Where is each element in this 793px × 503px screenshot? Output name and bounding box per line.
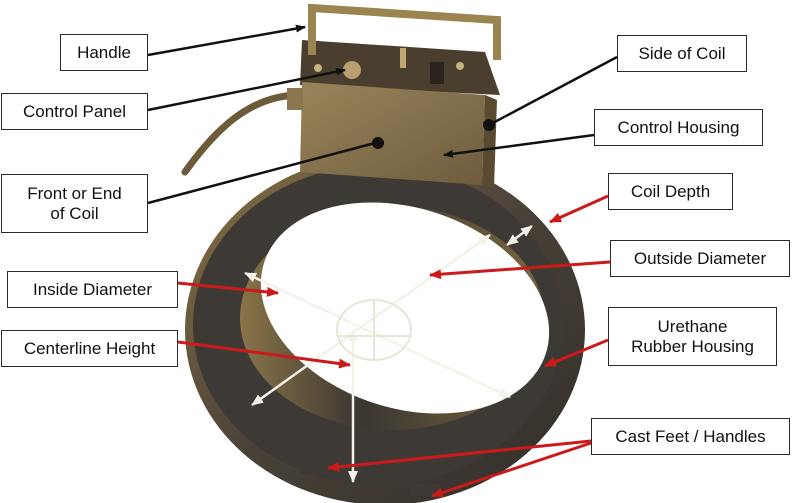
control-housing-box bbox=[300, 82, 485, 185]
leader-cast-feet-right bbox=[431, 441, 592, 498]
leader-control-panel bbox=[147, 67, 346, 112]
label-coil-depth: Coil Depth bbox=[608, 173, 733, 210]
control-housing-side bbox=[482, 95, 497, 188]
leader-control-housing bbox=[443, 133, 595, 158]
cast-foot-left bbox=[300, 462, 330, 474]
label-centerline-height: Centerline Height bbox=[1, 330, 178, 367]
label-cast-feet-handles: Cast Feet / Handles bbox=[591, 418, 790, 455]
leader-cast-feet-left bbox=[327, 439, 592, 472]
label-inside-diameter: Inside Diameter bbox=[7, 271, 178, 308]
label-urethane-rubber-housing: Urethane Rubber Housing bbox=[608, 307, 777, 366]
label-front-or-end-of-coil: Front or End of Coil bbox=[1, 174, 148, 233]
cable bbox=[181, 91, 304, 176]
leader-coil-depth bbox=[549, 194, 609, 224]
black-leaders bbox=[147, 24, 618, 205]
label-control-housing: Control Housing bbox=[594, 109, 763, 146]
label-control-panel: Control Panel bbox=[1, 93, 148, 130]
leader-side-of-coil bbox=[488, 55, 618, 127]
leader-inside-diameter bbox=[177, 281, 279, 297]
side-of-coil-dot bbox=[483, 119, 495, 131]
leader-centerline-height bbox=[177, 340, 351, 369]
red-leaders bbox=[177, 194, 611, 498]
label-side-of-coil: Side of Coil bbox=[617, 35, 747, 72]
leader-urethane-housing bbox=[544, 338, 609, 368]
front-of-coil-dot bbox=[372, 137, 384, 149]
leader-outside-diameter bbox=[429, 260, 611, 280]
label-handle: Handle bbox=[60, 34, 148, 71]
dimension-lines bbox=[244, 225, 533, 483]
handle-bar bbox=[308, 3, 501, 60]
coil-depth-dimension bbox=[506, 225, 533, 246]
label-outside-diameter: Outside Diameter bbox=[610, 240, 790, 277]
outside-diameter-dimension bbox=[251, 233, 491, 407]
leader-handle bbox=[147, 24, 306, 57]
leader-front-of-coil bbox=[147, 141, 376, 205]
